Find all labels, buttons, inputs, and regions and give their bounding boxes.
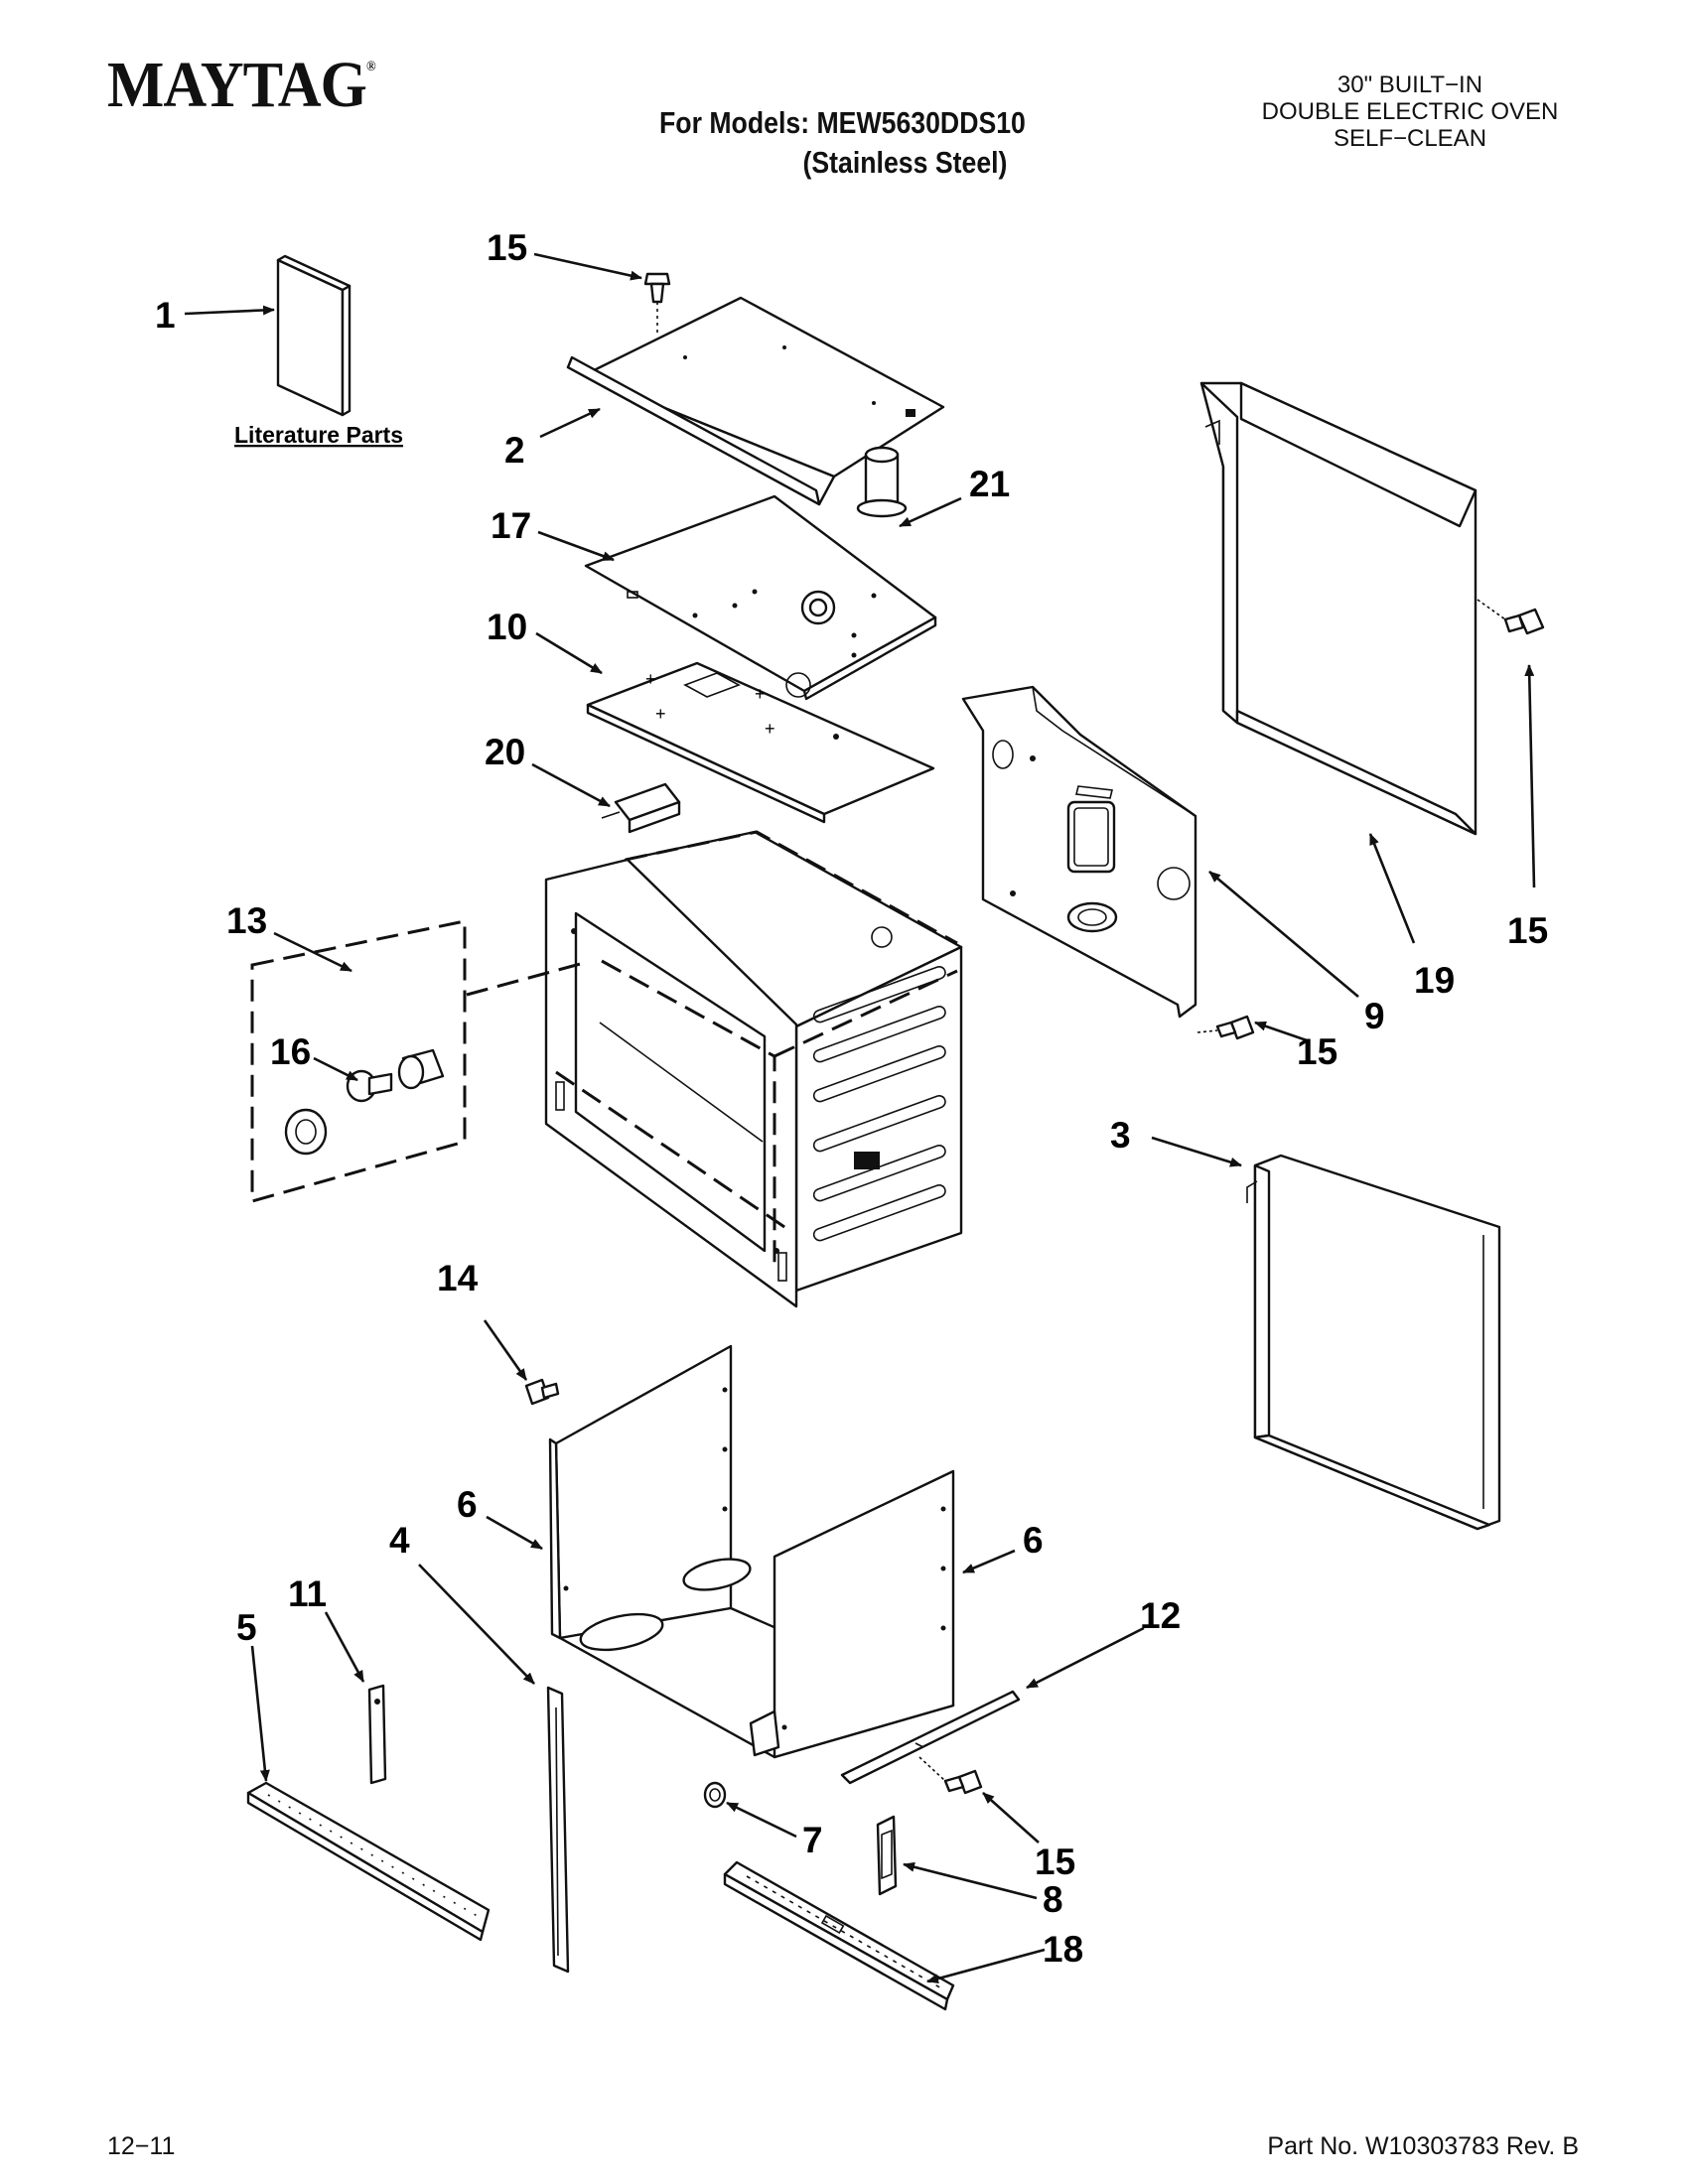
svg-text:+: + (765, 719, 775, 739)
screw-right-rear (1196, 1015, 1255, 1040)
leader-lines (184, 252, 1536, 1983)
assembly-dashes (466, 830, 958, 1263)
screw-lower (918, 1756, 983, 1795)
svg-text:+: + (755, 684, 766, 704)
rear-panel (961, 685, 1197, 1019)
description-line-1: 30" BUILT−IN (1336, 71, 1483, 98)
side-wrap-upper (1199, 381, 1477, 836)
bottom-rail-right (723, 1860, 955, 2011)
callout-11: 11 (288, 1573, 327, 1614)
callout-6-left: 6 (457, 1484, 478, 1525)
callout-15-lower: 15 (1035, 1842, 1075, 1882)
callout-21: 21 (969, 464, 1010, 504)
callout-15-rear: 15 (1297, 1031, 1337, 1072)
vertical-trim (546, 1686, 570, 1974)
bottom-wrapper (548, 1344, 955, 1759)
callout-5: 5 (236, 1607, 257, 1648)
lower-plate: + + + + (586, 661, 935, 824)
revision-date: 12−11 (107, 2132, 176, 2160)
grommet (703, 1781, 727, 1809)
callout-7: 7 (802, 1820, 823, 1860)
door-switch (601, 782, 681, 834)
bottom-rail-left (246, 1781, 491, 1942)
literature-booklet (276, 254, 352, 417)
callout-10: 10 (487, 607, 527, 647)
callout-17: 17 (491, 505, 531, 546)
description-line-3: SELF−CLEAN (1333, 125, 1487, 152)
callout-6-right: 6 (1023, 1520, 1044, 1561)
oven-cavity (544, 830, 963, 1308)
description-line-2: DOUBLE ELECTRIC OVEN (1261, 98, 1559, 125)
callout-19: 19 (1414, 960, 1455, 1001)
brand-logo: MAYTAG® (107, 48, 376, 123)
svg-text:+: + (655, 704, 666, 724)
upper-plate (584, 494, 937, 701)
callout-12: 12 (1140, 1595, 1181, 1636)
screw-side (524, 1378, 560, 1406)
vent-tube (856, 446, 908, 518)
callout-13: 13 (226, 900, 267, 941)
callout-14: 14 (437, 1258, 479, 1298)
literature-parts-label: Literature Parts (234, 422, 403, 448)
callout-18: 18 (1043, 1929, 1083, 1970)
callout-3: 3 (1110, 1115, 1131, 1156)
track-rail (840, 1690, 1021, 1785)
top-panel (566, 296, 945, 506)
callout-4: 4 (389, 1520, 410, 1561)
callout-2: 2 (504, 430, 525, 471)
callout-9: 9 (1364, 996, 1385, 1036)
small-bracket (367, 1684, 387, 1785)
callout-1: 1 (155, 295, 176, 336)
screw-right-top (1477, 599, 1545, 635)
callout-16: 16 (270, 1031, 311, 1072)
models-line-2: (Stainless Steel) (802, 145, 1008, 180)
callout-8: 8 (1043, 1879, 1063, 1920)
svg-text:+: + (645, 669, 656, 689)
side-panel-lower (1246, 1154, 1501, 1531)
part-number: Part No. W10303783 Rev. B (1267, 2132, 1579, 2160)
registered-mark: ® (365, 60, 376, 74)
light-assembly-group (250, 919, 467, 1203)
callout-15-right: 15 (1507, 910, 1548, 951)
screw-top (643, 272, 671, 334)
models-line-1: For Models: MEW5630DDS10 (659, 105, 1026, 140)
callout-20: 20 (485, 732, 525, 772)
brand-name: MAYTAG (107, 49, 367, 121)
models-heading: For Models: MEW5630DDS10 (Stainless Stee… (659, 103, 1026, 183)
callout-15-top: 15 (487, 227, 527, 268)
latch-bracket (876, 1815, 898, 1896)
product-description: 30" BUILT−IN DOUBLE ELECTRIC OVEN SELF−C… (1221, 71, 1599, 152)
callout-numbers: 1 15 2 21 17 10 20 13 16 9 19 15 15 3 14… (155, 227, 1548, 1970)
